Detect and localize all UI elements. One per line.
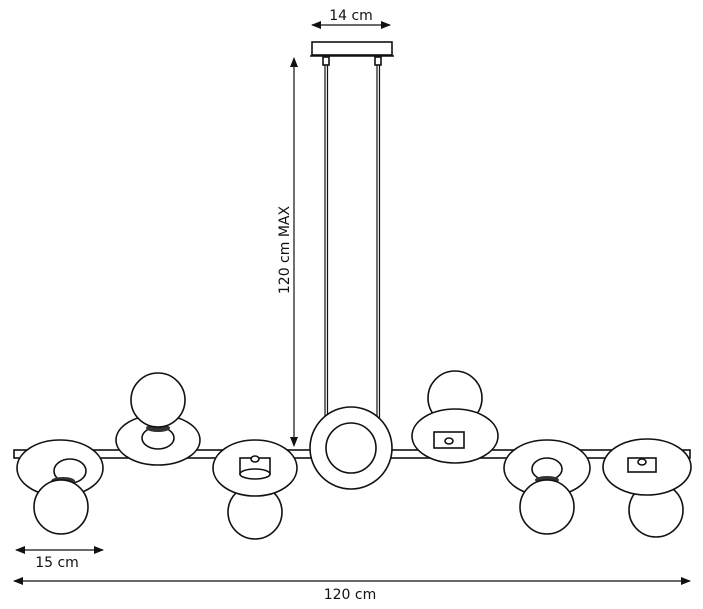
total-length-label: 120 cm (324, 587, 377, 603)
canopy-width-label: 14 cm (329, 8, 373, 24)
ceiling-canopy (310, 41, 394, 66)
central-disc (309, 406, 393, 490)
lamp-shade-2 (115, 372, 201, 466)
lamp-shade-1 (16, 439, 104, 535)
suspension-cables (324, 65, 381, 420)
lamp-shade-6 (602, 438, 692, 538)
canopy-width-dimension: 14 cm (311, 8, 391, 29)
lamp-shade-4 (411, 370, 499, 464)
lamp-shade-3 (212, 439, 298, 540)
lamp-shade-5 (503, 439, 591, 535)
shade-width-label: 15 cm (35, 555, 79, 571)
max-height-label: 120 cm MAX (277, 205, 293, 294)
total-length-dimension: 120 cm (13, 577, 691, 603)
shade-width-dimension: 15 cm (15, 546, 104, 571)
max-height-dimension: 120 cm MAX (277, 57, 298, 447)
